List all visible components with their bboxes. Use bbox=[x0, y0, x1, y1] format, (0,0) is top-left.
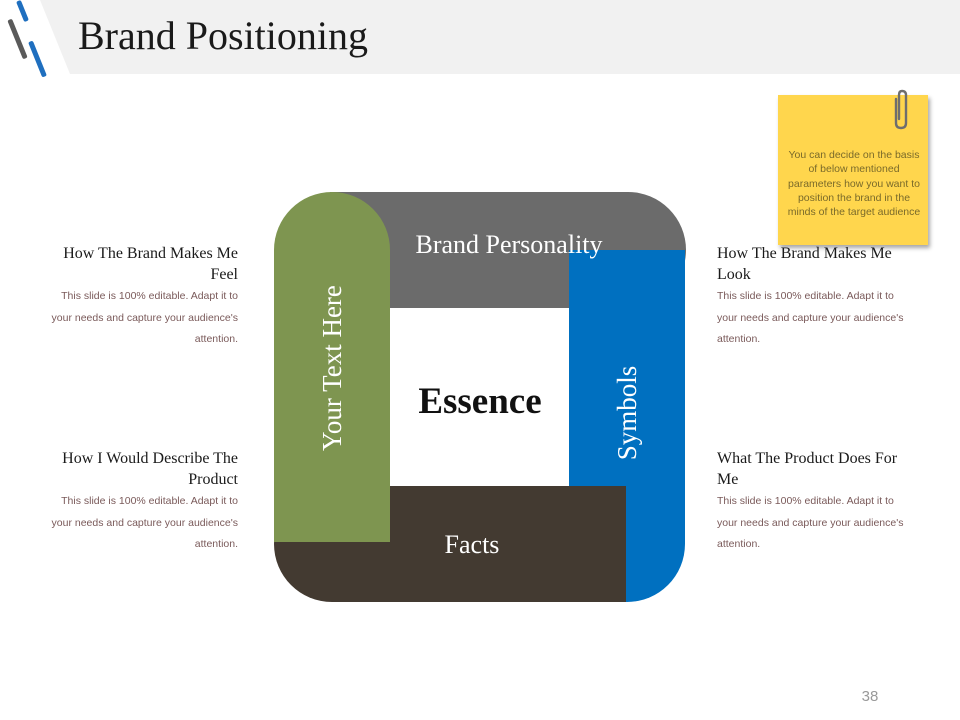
paperclip-icon bbox=[894, 89, 908, 130]
decor-slash bbox=[16, 0, 29, 23]
block-does[interactable]: What The Product Does For Me This slide … bbox=[717, 448, 909, 556]
symbols-label: Symbols bbox=[612, 365, 642, 461]
decor-slash bbox=[28, 40, 47, 78]
essence-label[interactable]: Essence bbox=[418, 381, 542, 422]
block-heading: What The Product Does For Me bbox=[717, 450, 898, 488]
block-heading: How The Brand Makes Me Look bbox=[717, 245, 892, 283]
block-describe[interactable]: How I Would Describe The Product This sl… bbox=[46, 448, 238, 556]
brand-personality-label: Brand Personality bbox=[415, 230, 603, 259]
block-heading: How I Would Describe The Product bbox=[62, 450, 238, 488]
block-look[interactable]: How The Brand Makes Me Look This slide i… bbox=[717, 243, 909, 351]
sticky-note[interactable]: You can decide on the basis of below men… bbox=[778, 89, 928, 245]
your-text-here-label: Your Text Here bbox=[317, 285, 347, 451]
facts-label: Facts bbox=[444, 530, 500, 559]
title-bar bbox=[40, 0, 960, 74]
decor-slash bbox=[7, 18, 28, 60]
block-heading: How The Brand Makes Me Feel bbox=[63, 245, 238, 283]
block-body: This slide is 100% editable. Adapt it to… bbox=[51, 495, 238, 550]
block-body: This slide is 100% editable. Adapt it to… bbox=[51, 290, 238, 345]
page-title[interactable]: Brand Positioning bbox=[78, 13, 369, 58]
block-body: This slide is 100% editable. Adapt it to… bbox=[717, 495, 904, 550]
your-text-here-shape[interactable] bbox=[274, 192, 390, 542]
block-feel[interactable]: How The Brand Makes Me Feel This slide i… bbox=[46, 243, 238, 351]
page-number: 38 bbox=[861, 688, 879, 705]
note-text: You can decide on the basis of below men… bbox=[787, 149, 921, 219]
block-body: This slide is 100% editable. Adapt it to… bbox=[717, 290, 904, 345]
